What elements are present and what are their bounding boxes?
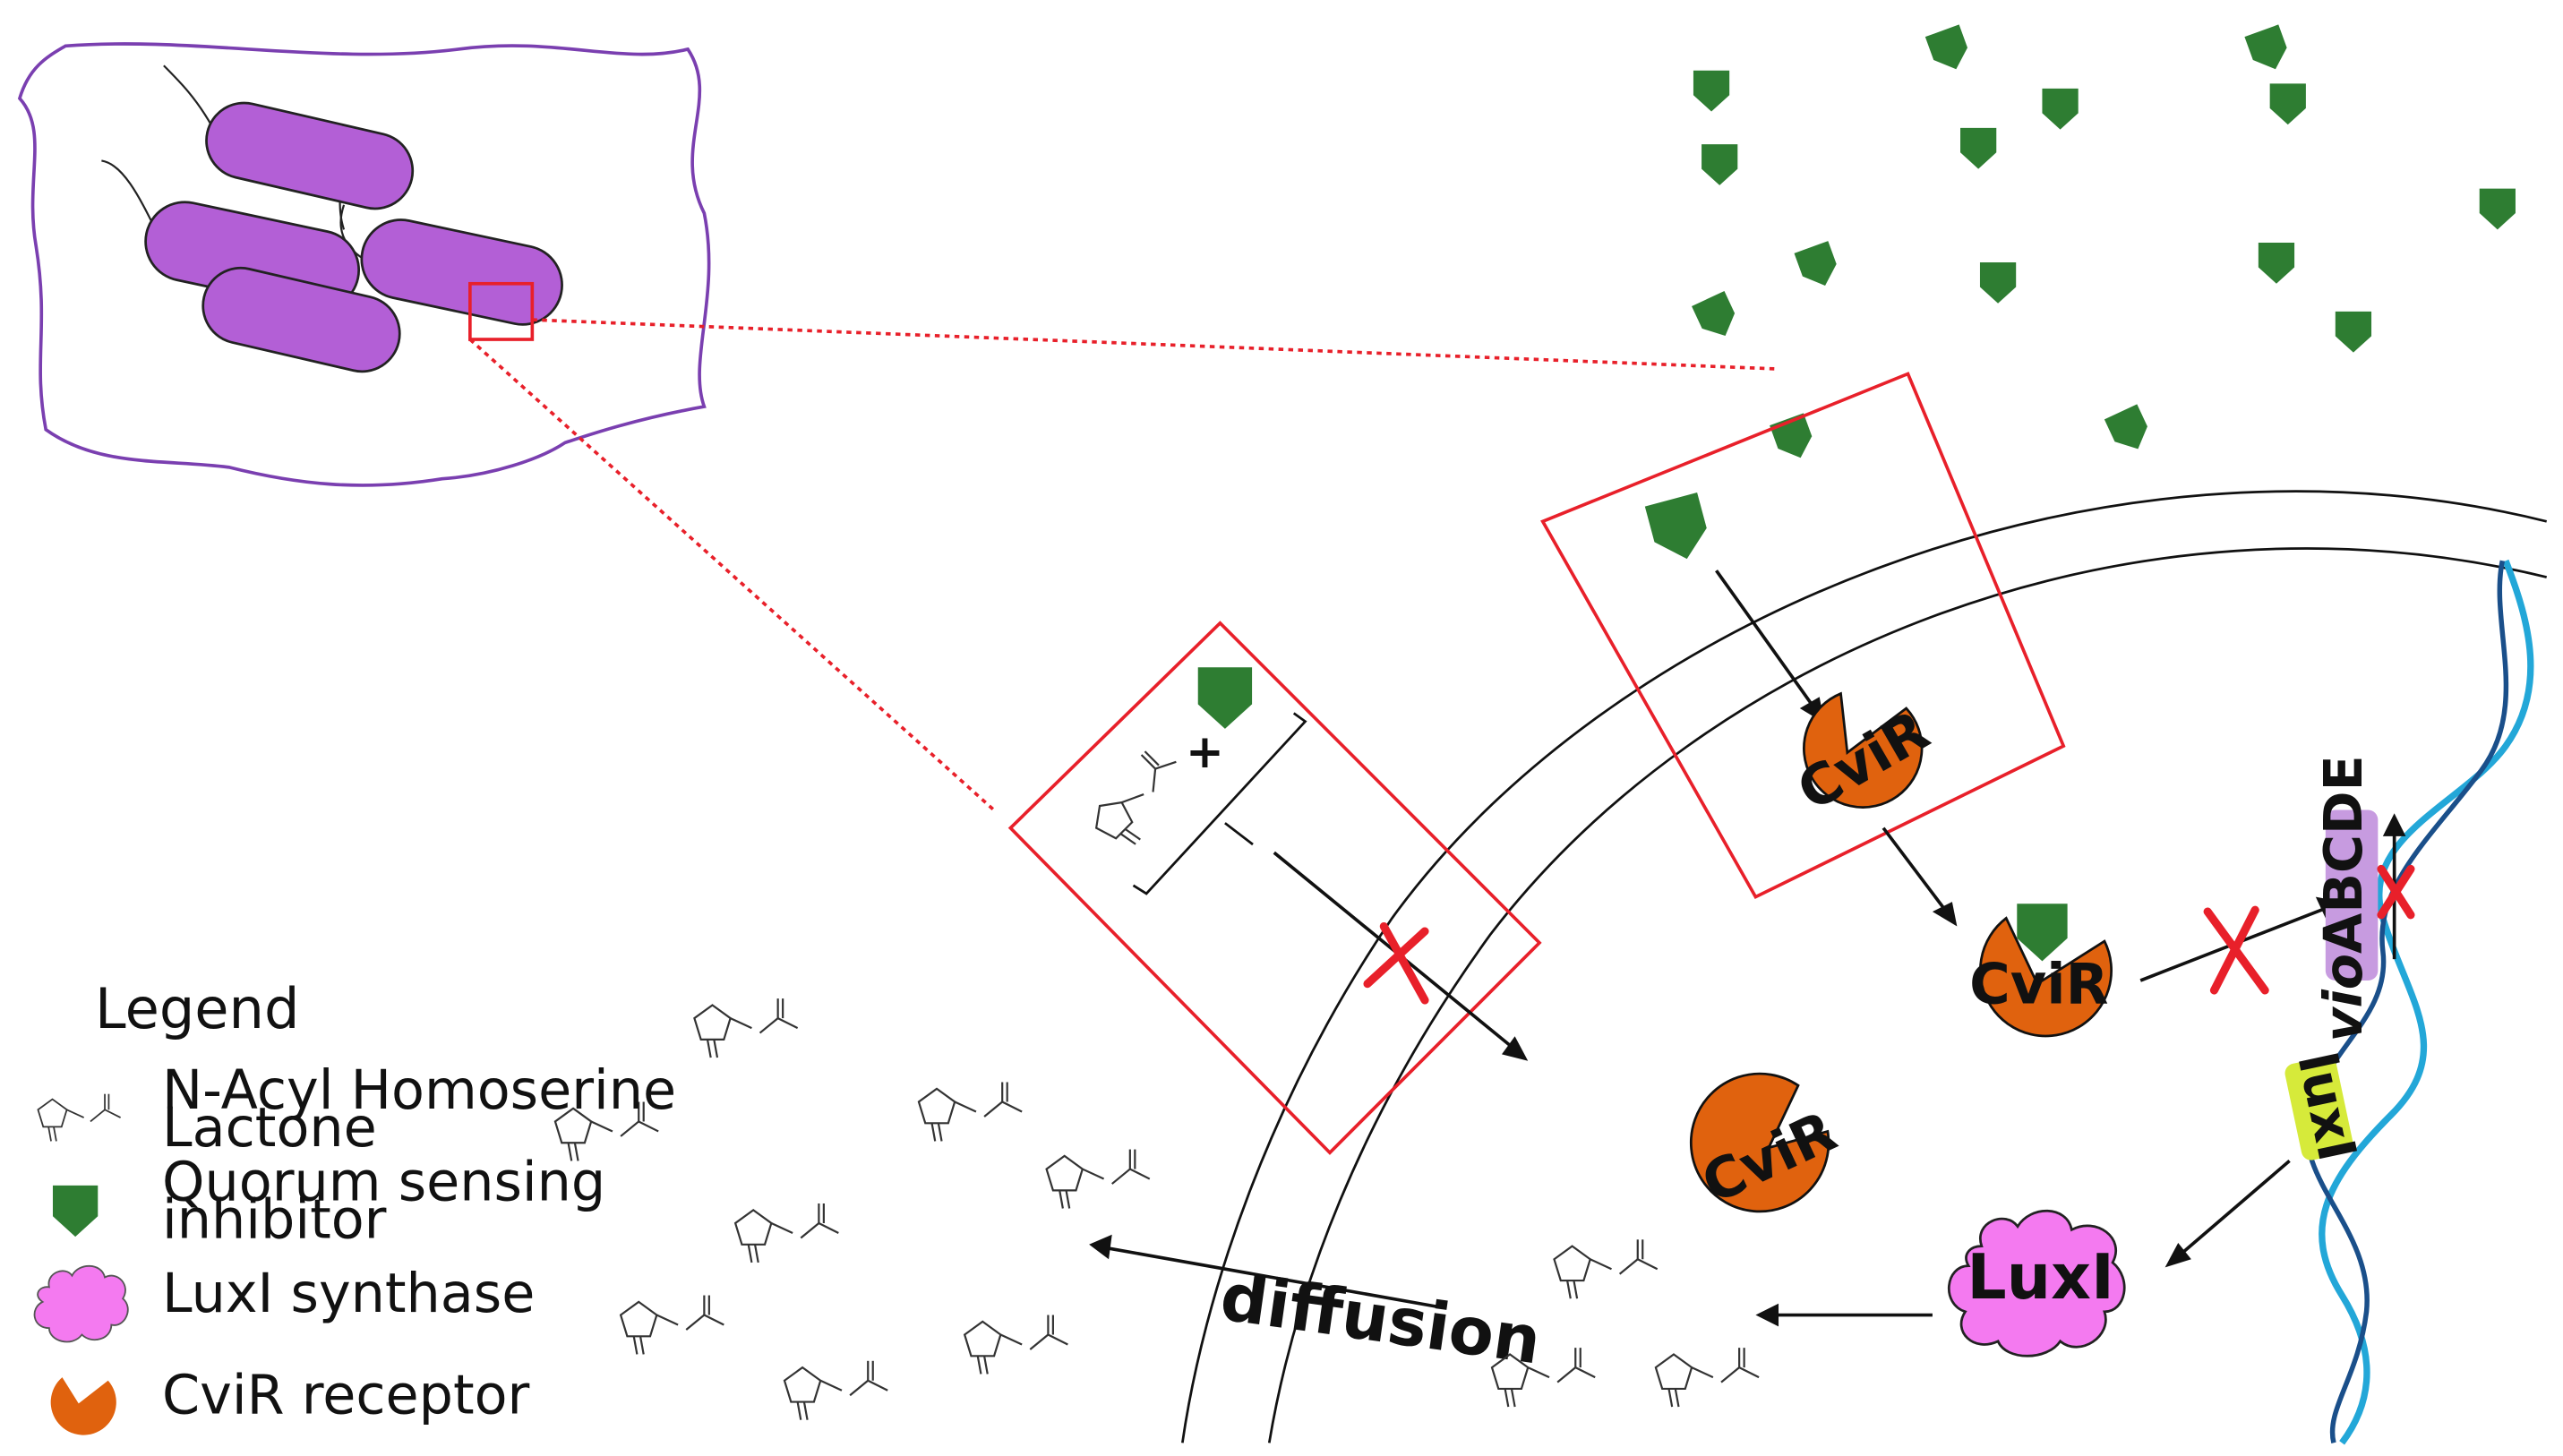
diffusion-label: diffusion (1216, 1259, 1546, 1379)
block-x-transcription (2377, 864, 2415, 920)
cvir-receptor-3 (1689, 1072, 1830, 1213)
block-x-activation (2203, 905, 2269, 995)
inhibitor-in-callout (1197, 667, 1253, 729)
plus-sign: + (1186, 725, 1224, 779)
bacteria-cells (144, 101, 563, 373)
inhibitor-pentagon-icon (52, 1185, 99, 1238)
cvir-pacman-icon (50, 1377, 116, 1435)
dna-strand-light (2319, 559, 2534, 1445)
inhibitor-in-box (1644, 492, 1713, 566)
zoom-box (468, 281, 535, 341)
luxi-label: LuxI (1967, 1241, 2113, 1314)
zoom-dotted-lines (468, 318, 1778, 813)
legend-title: Legend (95, 976, 299, 1041)
cell-membrane (1181, 490, 2548, 1443)
bracket (1132, 712, 1307, 895)
luxi-cloud-icon (33, 1264, 129, 1343)
legend-ahl-line1: N-Acyl Homoserine (162, 1059, 676, 1122)
cvir-label-2: CviR (1969, 952, 2108, 1017)
luxi-gene (2284, 1057, 2353, 1161)
legend-item-ahl: N-Acyl Homoserine Lactone (37, 1059, 676, 1160)
vio-gene-label: vioABCDE (2313, 755, 2374, 1041)
callout-box-competition (1007, 621, 1542, 1155)
cvir-receptor-2 (1979, 916, 2113, 1038)
legend-item-inhibitor: Quorum sensing inhibitor (52, 1151, 605, 1251)
legend-item-cvir: CviR receptor (50, 1364, 530, 1435)
luxi-synthase (1948, 1209, 2126, 1358)
dna-strand-dark (2304, 560, 2509, 1444)
cvir-receptor-1 (1803, 691, 1924, 809)
legend-inhibitor-line2: inhibitor (162, 1188, 387, 1251)
legend-luxi-text: LuxI synthase (162, 1263, 535, 1325)
vio-gene (2325, 809, 2379, 981)
callout-box-binding (1540, 372, 2066, 900)
ahl-molecule-icon (37, 1092, 122, 1143)
ahl-molecules (553, 998, 1761, 1421)
legend-ahl-line2: Lactone (162, 1097, 377, 1160)
block-x-entry (1363, 921, 1429, 1005)
legend-cvir-text: CviR receptor (162, 1364, 529, 1426)
ahl-in-callout (1081, 740, 1198, 857)
legend-inhibitor-line1: Quorum sensing (162, 1151, 605, 1213)
luxi-gene-label: luxI (2285, 1047, 2368, 1166)
arrow-to-cvir (1715, 570, 1816, 710)
inhibitor-molecules (1692, 24, 2516, 465)
colony-outline (17, 42, 711, 487)
legend-item-luxi: LuxI synthase (33, 1263, 535, 1343)
